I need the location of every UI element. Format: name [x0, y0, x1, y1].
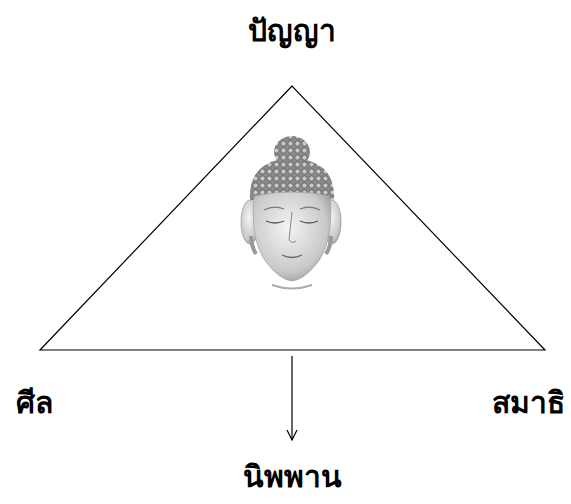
- vertex-label: ศีล: [16, 383, 53, 422]
- vertex-label: นิพพาน: [243, 457, 342, 496]
- arrow: [291, 356, 292, 440]
- buddha-head: [241, 136, 341, 289]
- triangle: [40, 86, 545, 350]
- vertex-label: สมาธิ: [492, 383, 565, 422]
- vertex-label: ปัญญา: [248, 11, 336, 50]
